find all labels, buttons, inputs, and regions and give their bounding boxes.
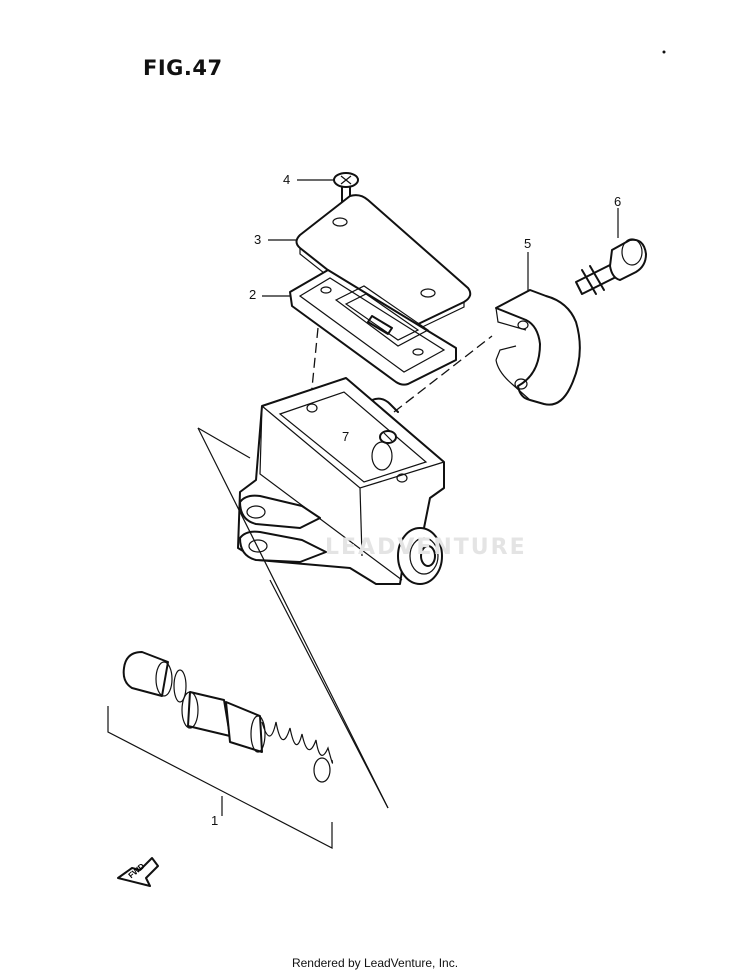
callout-1: 1 xyxy=(211,813,219,828)
callout-5: 5 xyxy=(524,236,532,251)
footer-credit: Rendered by LeadVenture, Inc. xyxy=(291,956,459,970)
fwd-arrow-icon xyxy=(117,857,159,887)
bolt-part-6 xyxy=(575,238,647,295)
figure-title: FIG.47 xyxy=(143,56,223,80)
callout-7: 7 xyxy=(342,429,350,444)
master-cylinder-body xyxy=(237,377,445,585)
callout-4: 4 xyxy=(283,172,291,187)
clamp-part-5 xyxy=(495,289,581,406)
callout-3: 3 xyxy=(254,232,262,247)
piston-assembly-part-1 xyxy=(107,651,334,849)
callout-2: 2 xyxy=(249,287,257,302)
watermark: LEADVENTURE xyxy=(325,535,527,560)
fitting-part-7 xyxy=(379,430,397,444)
callout-6: 6 xyxy=(614,194,622,209)
diaphragm-part-2 xyxy=(289,269,457,386)
exploded-view-lines xyxy=(197,427,389,809)
